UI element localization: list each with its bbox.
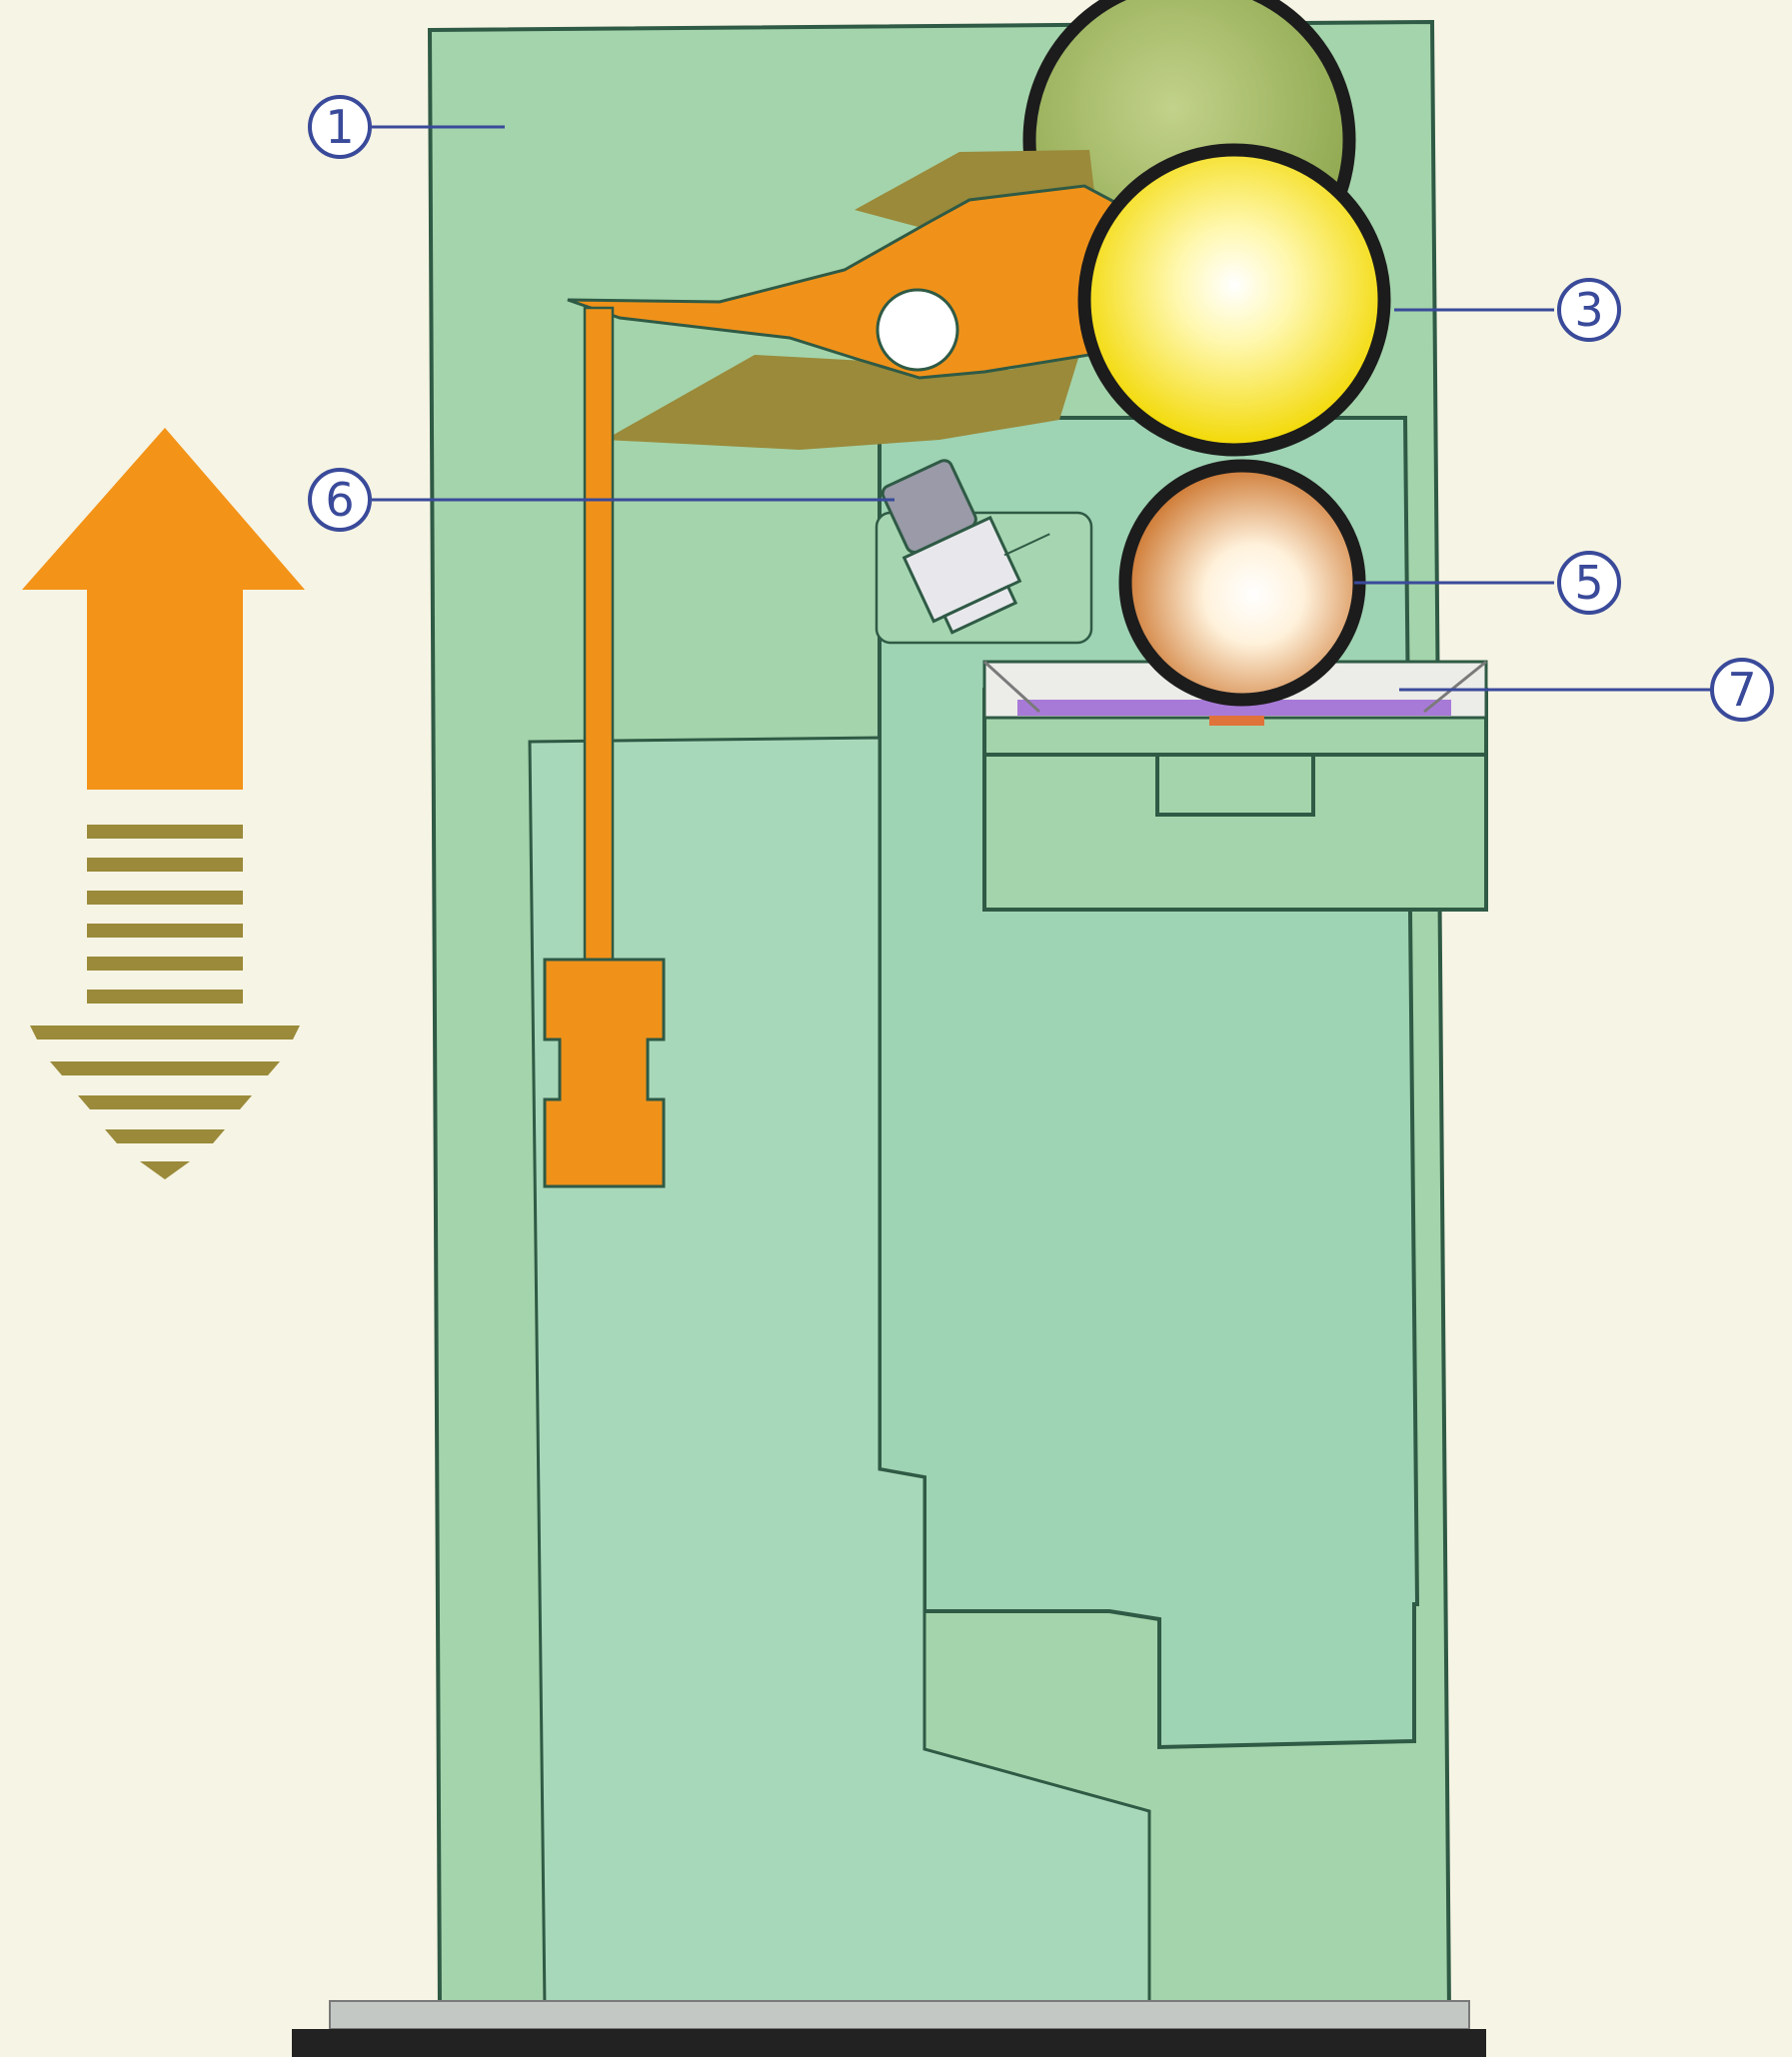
striped-down-arrow-icon [30,825,300,1179]
callout-6-label: 6 [325,473,354,527]
machine-base [292,2001,1486,2057]
bronze-roller [1125,466,1359,700]
direction-indicator [22,428,305,1179]
callout-1-label: 1 [325,100,354,154]
yellow-roller [1084,150,1384,450]
lever-rod [585,308,613,968]
callout-3-label: 3 [1574,283,1603,337]
counterweight [545,960,664,1186]
callout-5: 5 [1559,553,1619,613]
callout-6: 6 [310,470,370,530]
callout-7-label: 7 [1727,663,1756,717]
callout-1: 1 [310,97,370,157]
callout-7: 7 [1712,660,1772,720]
up-arrow-icon [22,428,305,790]
callout-3: 3 [1559,280,1619,340]
lever-pivot [878,290,957,370]
callout-5-label: 5 [1574,556,1603,610]
